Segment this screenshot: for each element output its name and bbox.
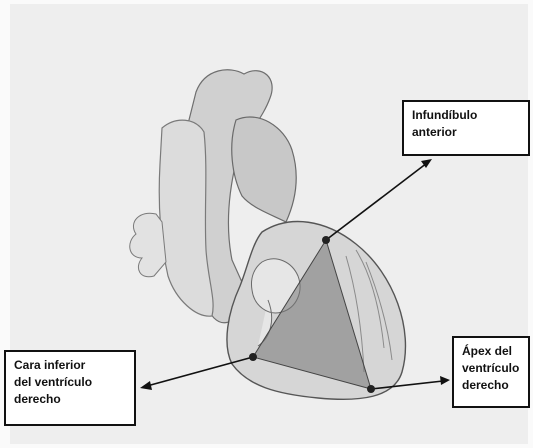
label-apex-line-3: derecho bbox=[462, 377, 520, 394]
label-infundibulo-line-1: Infundíbulo bbox=[412, 107, 520, 124]
label-infundibulo-anterior: Infundíbulo anterior bbox=[402, 100, 530, 156]
infundibulo-marker bbox=[322, 236, 330, 244]
label-apex-line-2: ventrículo bbox=[462, 360, 520, 377]
vena-cava-vessel bbox=[159, 120, 213, 316]
cara-inferior-marker bbox=[249, 353, 257, 361]
label-apex-line-1: Ápex del bbox=[462, 343, 520, 360]
arrow-line-infundibulo bbox=[326, 163, 427, 240]
label-apex-ventriculo: Ápex del ventrículo derecho bbox=[452, 336, 530, 408]
label-cara-line-3: derecho bbox=[14, 391, 126, 408]
pulmonary-vessel bbox=[232, 117, 297, 222]
apex-marker bbox=[367, 385, 375, 393]
label-cara-line-1: Cara inferior bbox=[14, 357, 126, 374]
label-cara-line-2: del ventrículo bbox=[14, 374, 126, 391]
arrow-head-cara-inferior bbox=[140, 381, 152, 390]
label-infundibulo-line-2: anterior bbox=[412, 124, 520, 141]
label-cara-inferior: Cara inferior del ventrículo derecho bbox=[4, 350, 136, 426]
side-vessel-loops bbox=[130, 213, 166, 277]
arrow-head-apex bbox=[440, 376, 450, 385]
arrow-line-cara-inferior bbox=[147, 357, 253, 386]
